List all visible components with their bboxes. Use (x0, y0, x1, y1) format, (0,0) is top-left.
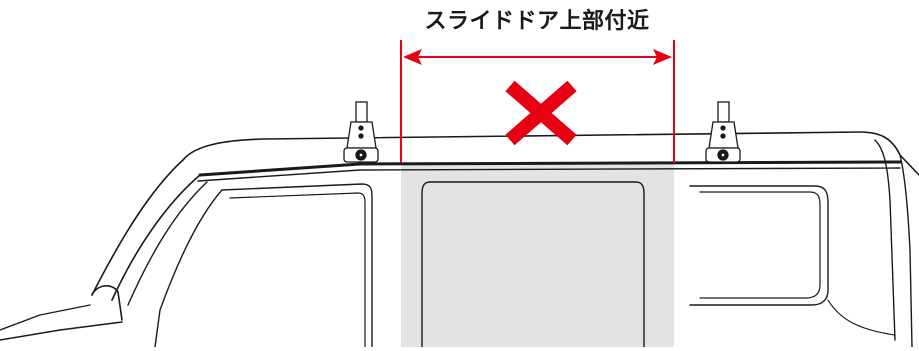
right-rack-foot (705, 101, 741, 163)
zone-width-arrow (403, 49, 672, 65)
car-body-outline (0, 131, 919, 348)
zone-label: スライドドア上部付近 (424, 9, 650, 34)
sliding-door-zone (401, 163, 674, 347)
left-rack-foot (343, 101, 379, 163)
cross-icon (505, 80, 577, 146)
